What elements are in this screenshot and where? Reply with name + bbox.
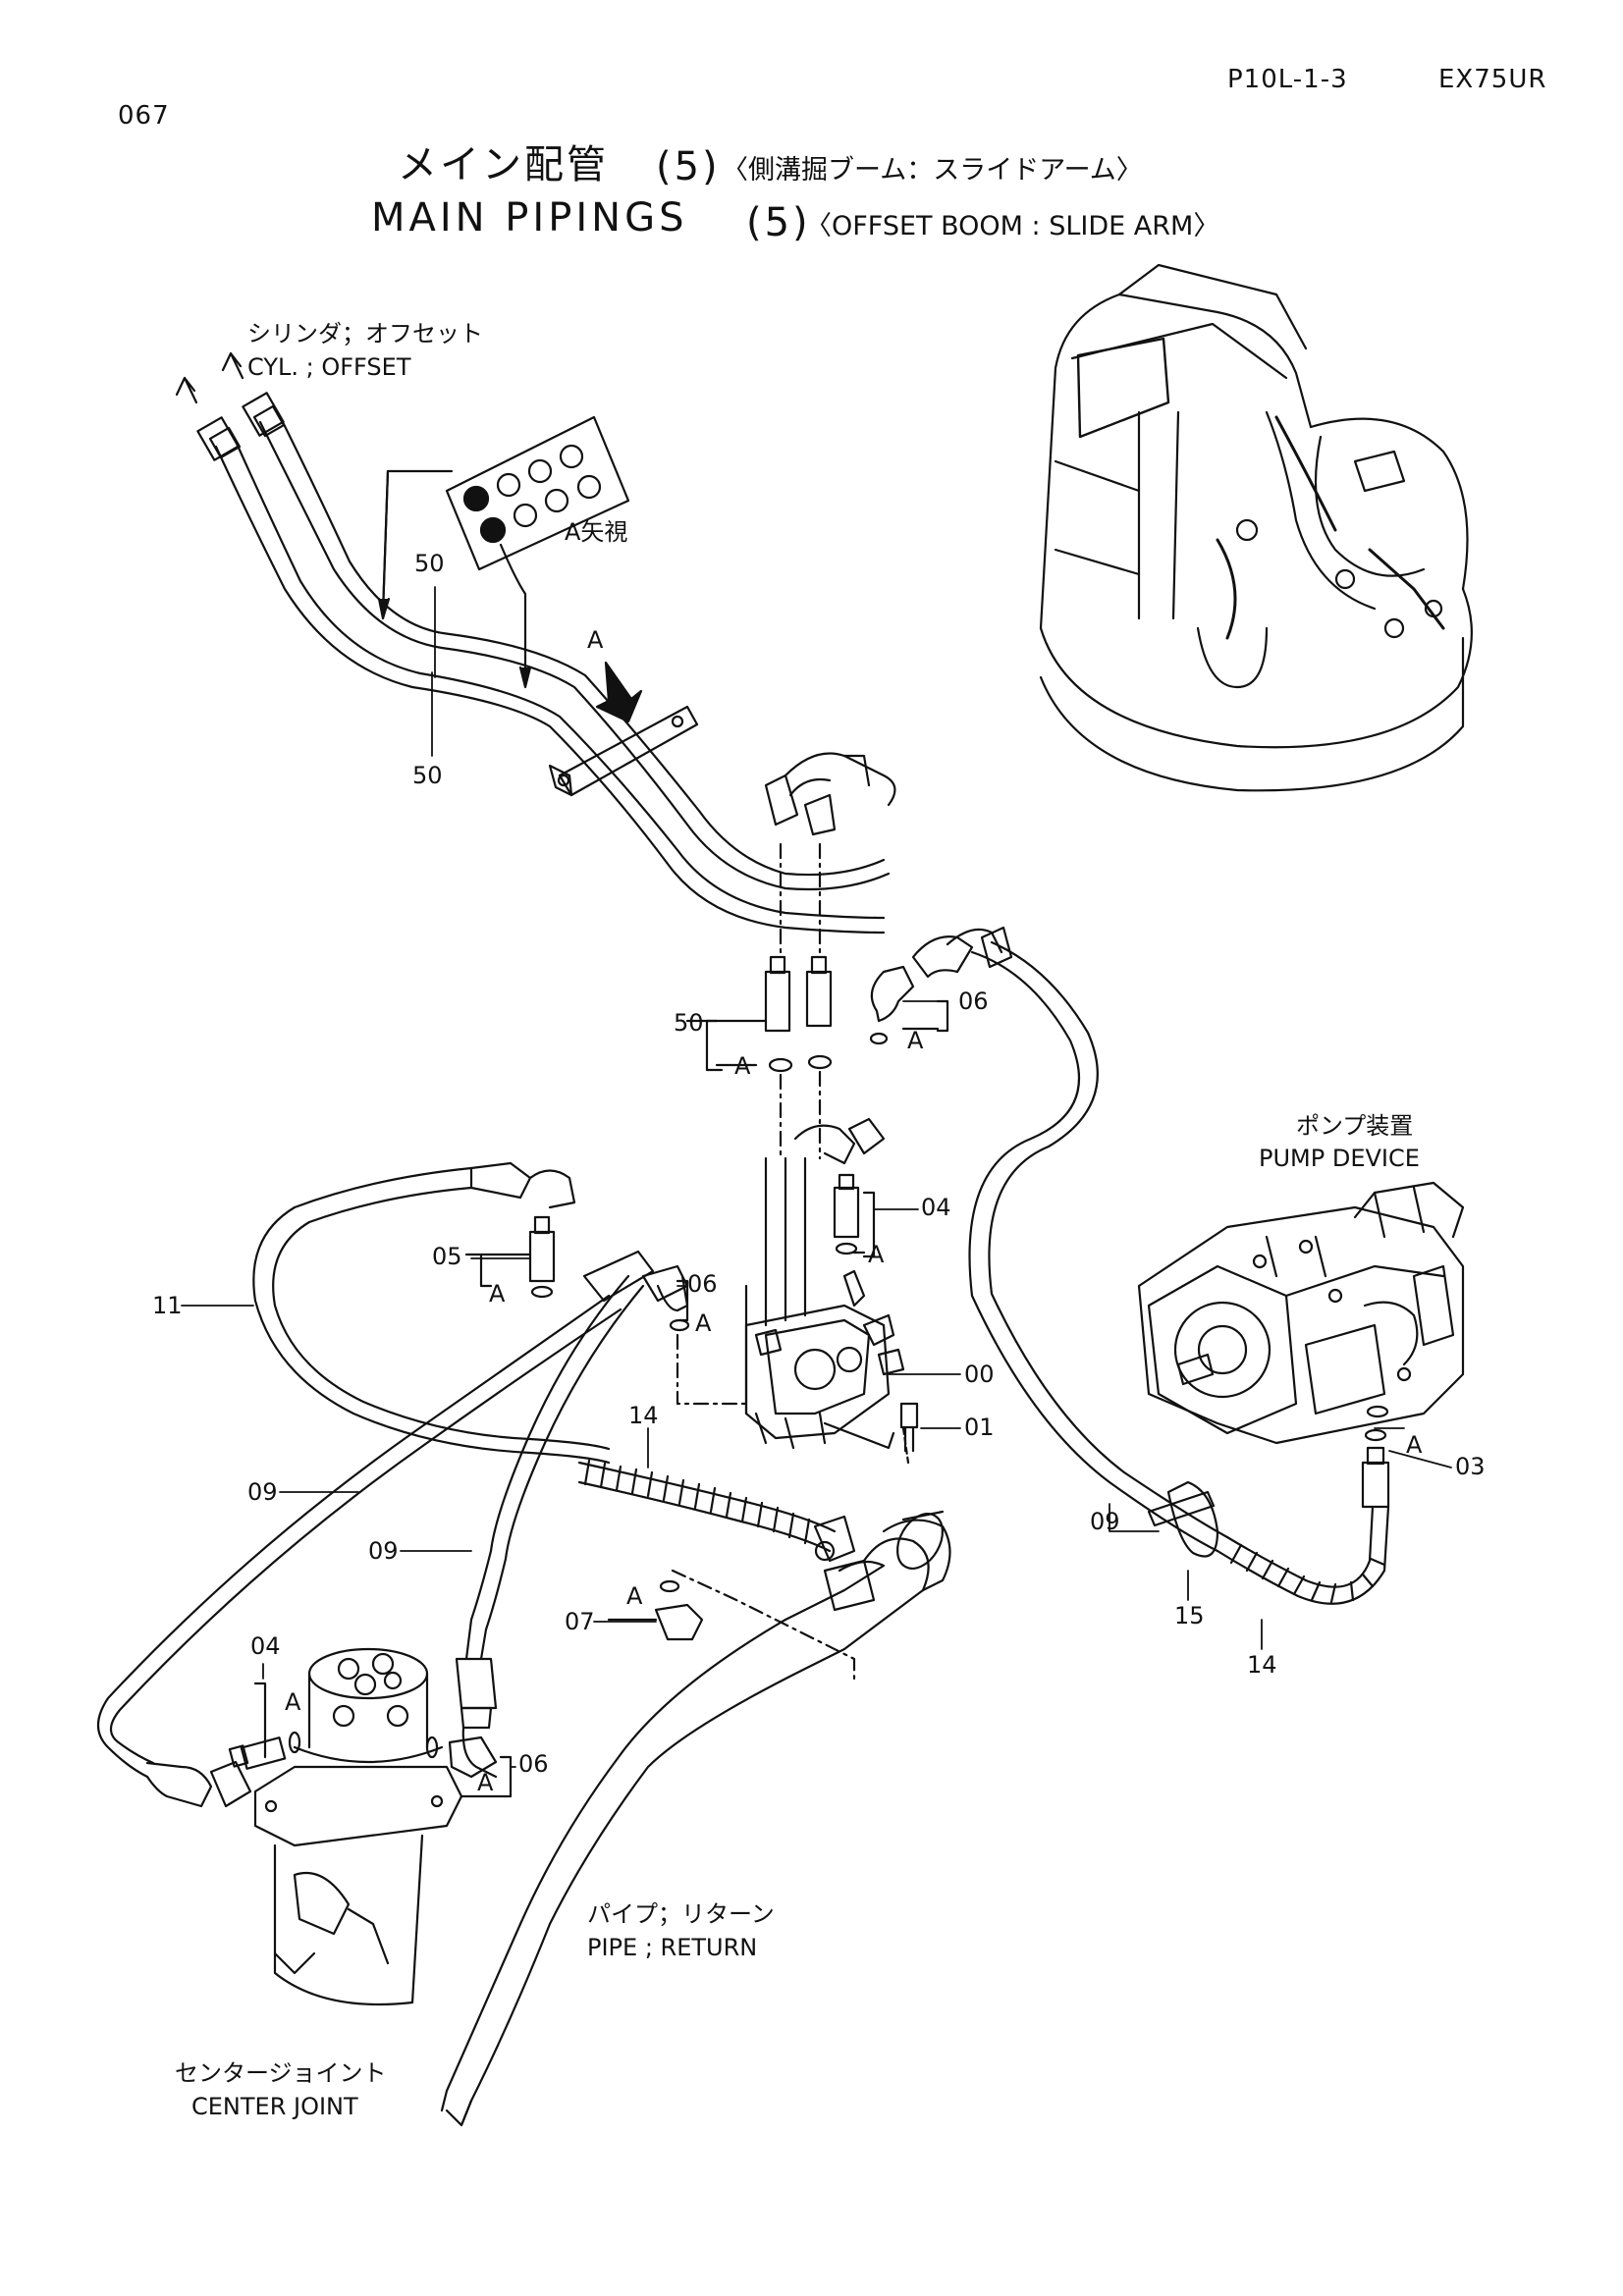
callout-04-joint: 04	[250, 1632, 281, 1660]
callout-50-fitting: 50	[674, 1009, 704, 1037]
callout-50-lower: 50	[412, 762, 443, 789]
title-en-index: (5)	[746, 200, 811, 245]
callout-09-right: 09	[1090, 1508, 1120, 1535]
hose-09-right	[970, 928, 1228, 1551]
return-pipe	[442, 1506, 951, 2125]
spiral-guard-left	[579, 1461, 854, 1561]
title-jp-sub: 〈側溝掘ブーム：スライドアーム〉	[722, 155, 1143, 186]
view-a-inset	[379, 417, 628, 687]
clamp-15	[1149, 1482, 1217, 1557]
excavator-cab-illustration	[1041, 265, 1472, 790]
callout-06-mid: 06	[687, 1270, 718, 1298]
callout-05: 05	[432, 1243, 462, 1270]
model-code: EX75UR	[1438, 65, 1547, 94]
center-joint-jp-label: センタージョイント	[175, 2059, 387, 2087]
center-joint-illustration	[255, 1649, 461, 2004]
view-direction-arrow	[597, 663, 641, 721]
callout-03: 03	[1455, 1453, 1486, 1480]
callout-14-right: 14	[1247, 1651, 1277, 1679]
fitting-06-mid	[643, 1266, 746, 1404]
callout-09-mid: 09	[368, 1537, 399, 1565]
callout-01: 01	[964, 1414, 995, 1441]
callout-06-joint: 06	[518, 1750, 549, 1778]
hose-09-mid	[457, 1276, 643, 1777]
callout-04-valve: 04	[921, 1194, 951, 1221]
port-a-marker: A	[907, 1027, 924, 1054]
callout-07: 07	[565, 1608, 595, 1635]
port-a-marker: A	[489, 1280, 506, 1308]
cylinder-offset-jp-label: シリンダ；オフセット	[247, 320, 483, 347]
port-a-marker: A	[1406, 1431, 1423, 1459]
pump-device-illustration	[1139, 1183, 1463, 1443]
spiral-guard-right	[1217, 1430, 1388, 1604]
pump-device-jp-label: ポンプ装置	[1296, 1112, 1414, 1140]
hose-clamp	[550, 707, 697, 795]
fitting-04-joint	[230, 1683, 299, 1769]
center-joint-en-label: CENTER JOINT	[191, 2093, 358, 2120]
arrow-a-label: A	[587, 626, 604, 654]
page-number: 067	[118, 101, 170, 131]
port-a-marker: A	[868, 1241, 885, 1268]
fitting-06-joint	[427, 1737, 511, 1796]
title-en-main: MAIN PIPINGS	[371, 195, 688, 240]
fitting-05	[466, 1217, 554, 1297]
callout-11: 11	[152, 1292, 183, 1319]
title-jp-index: (5)	[656, 144, 721, 189]
fitting-04-valve	[835, 1175, 874, 1256]
callout-06-upper: 06	[958, 988, 989, 1015]
cylinder-offset-en-label: CYL. ; OFFSET	[247, 353, 411, 381]
port-a-marker: A	[477, 1769, 494, 1796]
callout-15: 15	[1174, 1602, 1205, 1629]
pump-device-en-label: PUMP DEVICE	[1259, 1145, 1420, 1172]
title-jp-main: メイン配管	[398, 142, 609, 187]
bolt-01	[901, 1404, 917, 1463]
callout-14-hose: 14	[628, 1402, 659, 1429]
offset-cylinder-hoses	[177, 353, 894, 933]
port-a-marker: A	[285, 1688, 301, 1716]
title-en-sub: 〈OFFSET BOOM : SLIDE ARM〉	[805, 211, 1220, 241]
callout-50-upper: 50	[414, 550, 445, 577]
port-a-marker: A	[695, 1309, 712, 1337]
return-pipe-jp-label: パイプ；リターン	[587, 1900, 775, 1928]
hose-11	[253, 1163, 609, 1463]
return-pipe-en-label: PIPE ; RETURN	[587, 1934, 758, 1961]
callout-09-left: 09	[247, 1478, 278, 1506]
fitting-07	[609, 1571, 854, 1679]
callout-00: 00	[964, 1361, 995, 1388]
doc-code: P10L-1-3	[1227, 65, 1348, 94]
hose-09-left	[98, 1252, 653, 1806]
callout-leaders	[182, 587, 1451, 1767]
port-a-marker: A	[626, 1582, 643, 1610]
control-valve	[746, 1119, 903, 1448]
upper-fittings	[687, 844, 1001, 1158]
